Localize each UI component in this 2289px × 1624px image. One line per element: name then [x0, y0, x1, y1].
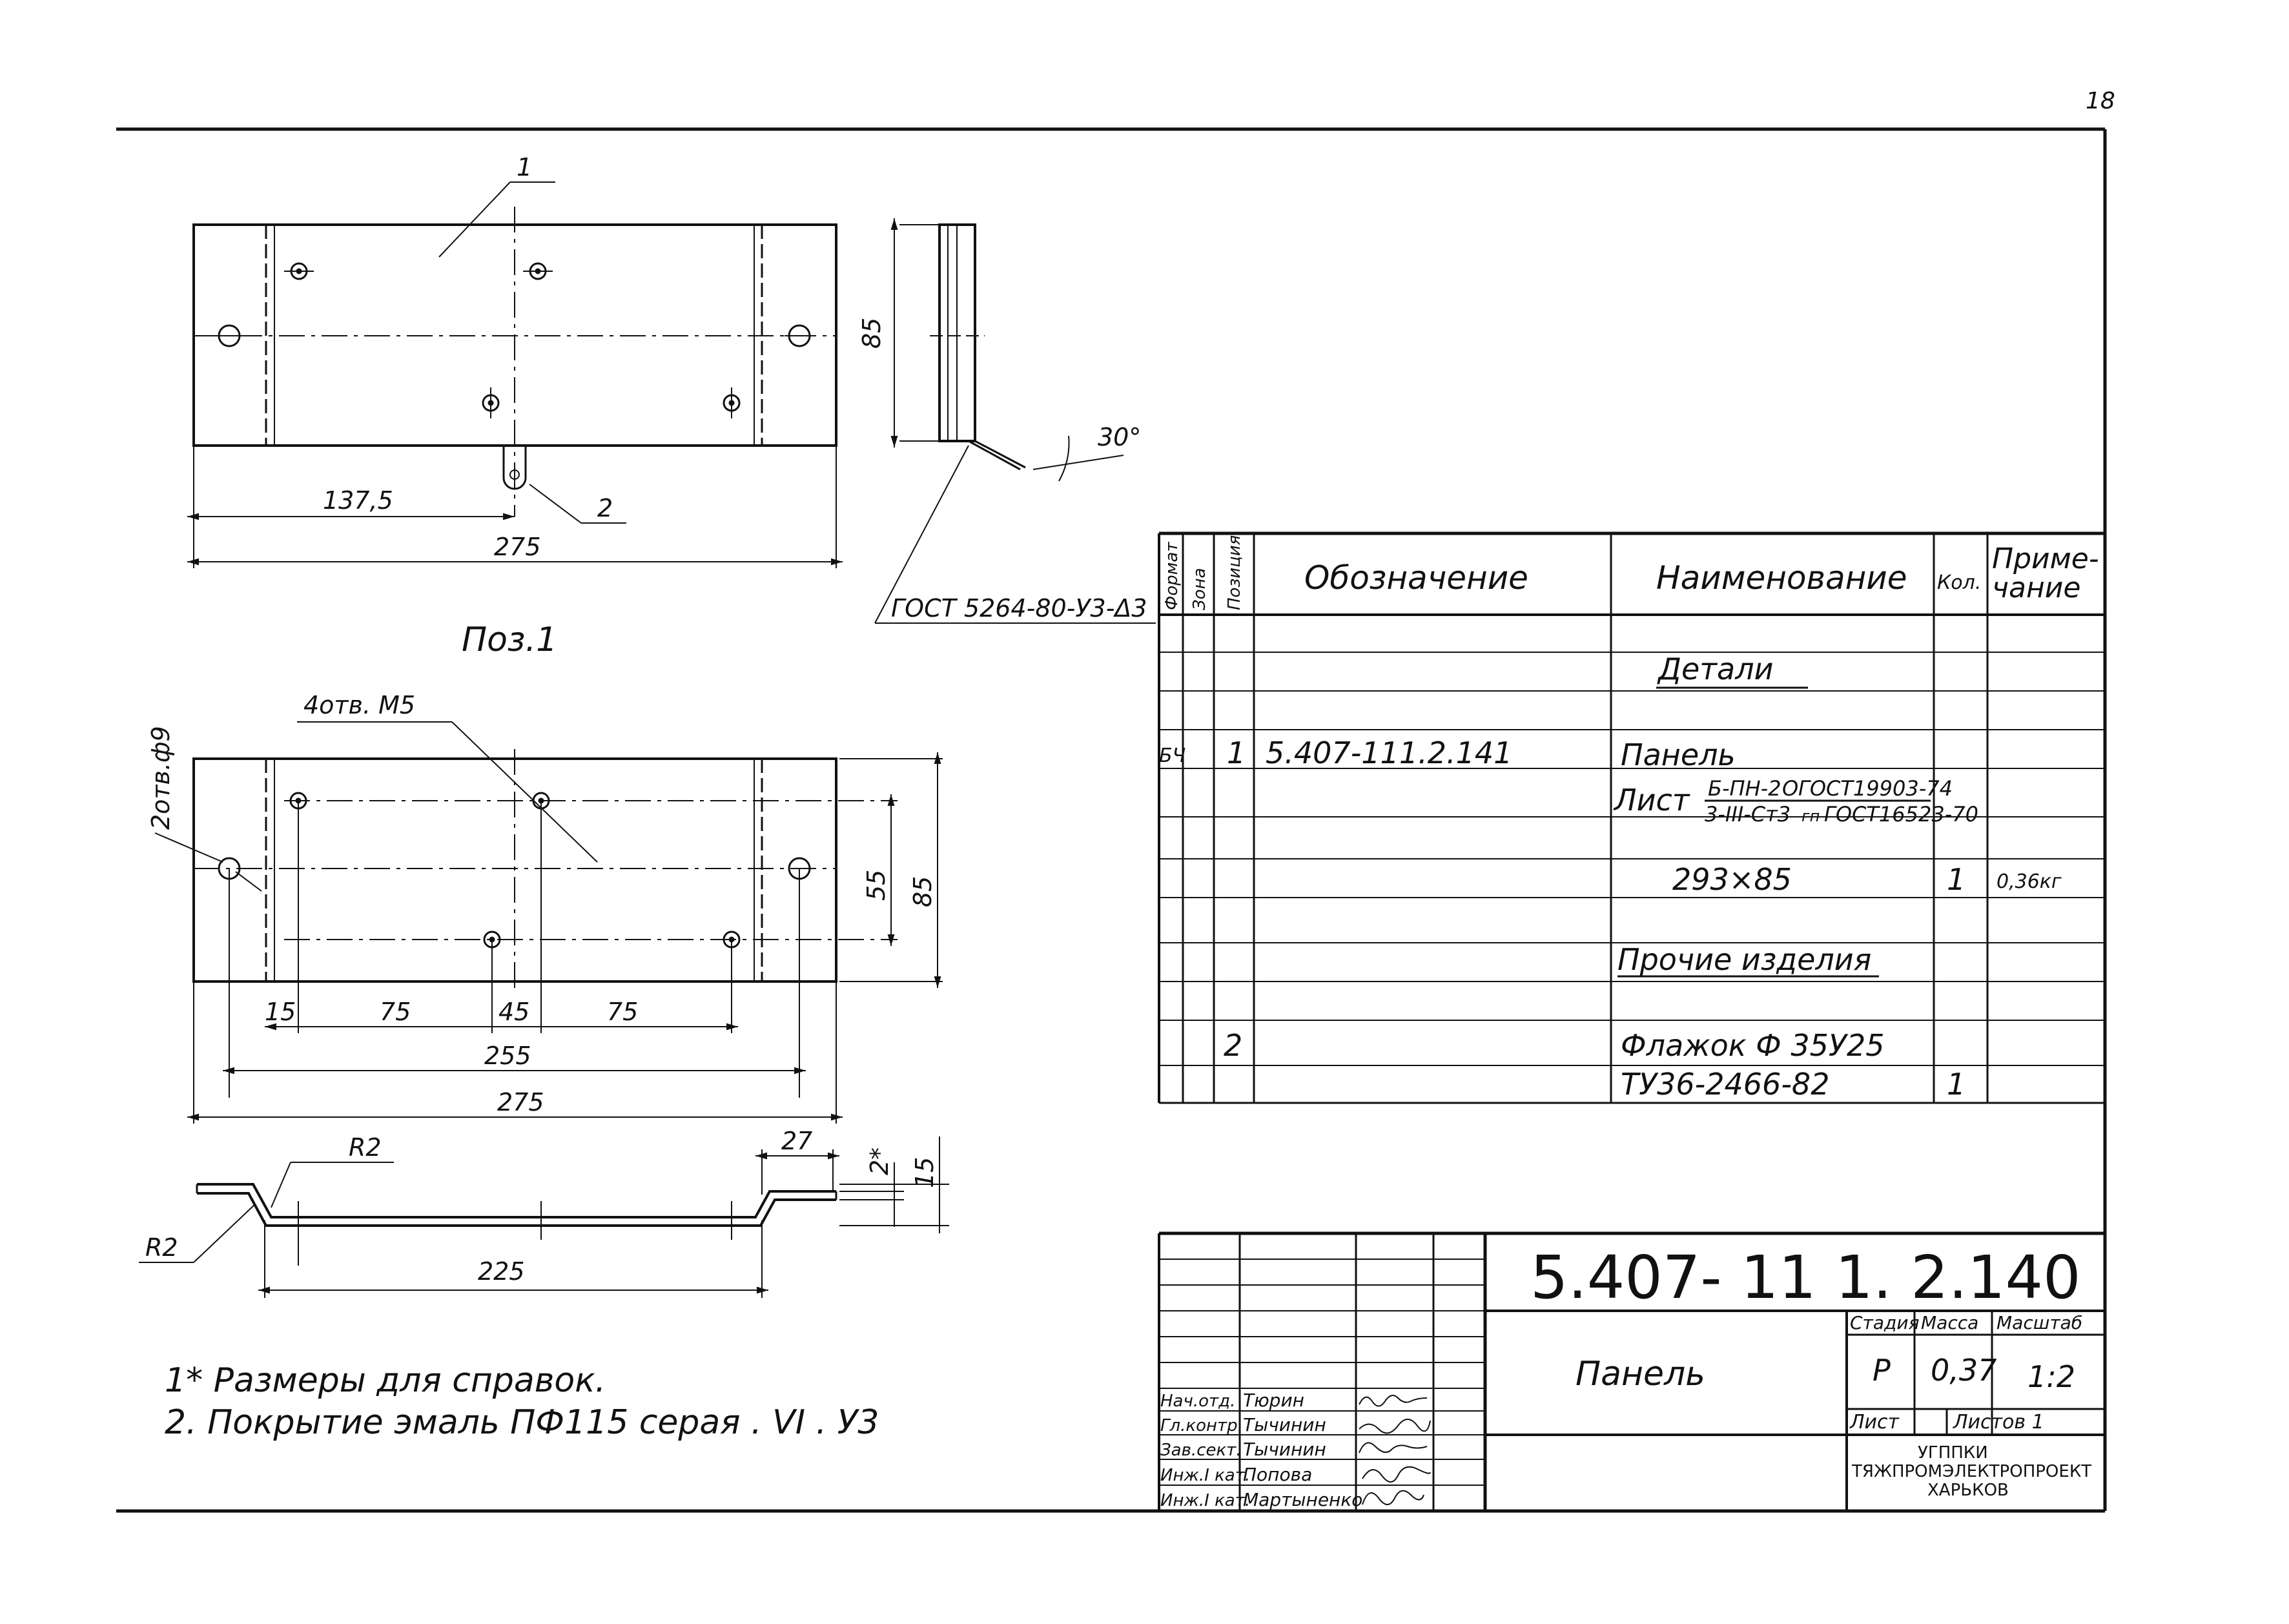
side-view: [874, 218, 1156, 624]
dim-275-top: 275: [494, 533, 541, 561]
dim-angle-30: 30°: [1098, 423, 1141, 451]
dim-27: 27: [781, 1127, 812, 1155]
dim-85-drill: 85: [908, 876, 937, 907]
row-flag-pos: 2: [1224, 1028, 1242, 1063]
dim-75-left: 75: [380, 998, 411, 1026]
row-sheet-den-std: ГОСТ16523-70: [1824, 802, 1978, 827]
row-size-name: 293×85: [1672, 862, 1792, 897]
dim-r2-left: R2: [145, 1233, 178, 1262]
signer-name-3: Тычинин: [1243, 1439, 1326, 1460]
dim-2-ref: 2*: [865, 1147, 894, 1175]
hdr-qty: Кол.: [1937, 571, 1981, 594]
row-tu-name: ТУ36-2466-82: [1621, 1067, 1829, 1102]
hdr-position: Позиция: [1225, 535, 1244, 610]
callout-part-2: 2: [597, 494, 613, 522]
value-scale: 1:2: [2027, 1359, 2075, 1394]
spec-table-grid: [1158, 531, 2105, 1104]
signer-role-2: Гл.контр.: [1160, 1416, 1243, 1435]
signer-role-1: Нач.отд.: [1160, 1392, 1235, 1411]
label-sheets: Листов 1: [1953, 1411, 2044, 1434]
dim-r2-top: R2: [349, 1133, 382, 1162]
row-panel-designation: 5.407-111.2.141: [1266, 735, 1512, 770]
label-holes-m5: 4отв. М5: [303, 691, 415, 719]
section-other: Прочие изделия: [1617, 942, 1871, 977]
row-tu-qty: 1: [1947, 1067, 1966, 1102]
label-holes-d9: 2отв.ф9: [147, 726, 175, 830]
row-sheet-num-std: ГОСТ19903-74: [1798, 776, 1953, 801]
dim-15-profile: 15: [910, 1157, 939, 1188]
section-details: Детали: [1657, 652, 1774, 686]
dim-255: 255: [484, 1042, 531, 1070]
dim-85-side: 85: [857, 318, 886, 349]
dim-55: 55: [862, 870, 890, 901]
callout-part-1: 1: [517, 153, 532, 181]
drilling-view: [154, 721, 943, 1124]
hdr-stage: Стадия: [1850, 1312, 1919, 1333]
dim-15: 15: [265, 998, 296, 1026]
row-size-qty: 1: [1947, 862, 1966, 897]
sheet-frame: [116, 127, 2107, 1513]
row-sheet-den-mid: гп: [1801, 807, 1820, 825]
org-line-2: ТЯЖПРОМЭЛЕКТРОПРОЕКТ: [1851, 1462, 2091, 1481]
value-mass: 0,37: [1931, 1353, 1996, 1388]
dim-137-5: 137,5: [323, 486, 393, 515]
weld-standard: ГОСТ 5264-80-У3-Δ3: [891, 594, 1147, 622]
drawing-code: 5.407- 11 1. 2.140: [1530, 1243, 2081, 1312]
org-line-1: УГППКИ: [1918, 1443, 1988, 1463]
drawing-title: Панель: [1576, 1355, 1705, 1393]
signer-name-1: Тюрин: [1243, 1390, 1304, 1411]
title-block-grid: [1158, 1231, 2105, 1511]
hdr-name: Наименование: [1656, 559, 1907, 597]
hdr-designation: Обозначение: [1304, 559, 1528, 597]
page-number: 18: [2086, 88, 2115, 114]
dim-275-drill: 275: [497, 1088, 544, 1116]
dim-225: 225: [478, 1257, 525, 1286]
dim-75-right: 75: [607, 998, 638, 1026]
plan-view: [187, 181, 843, 568]
hdr-note-2: чание: [1992, 571, 2080, 604]
signer-name-2: Тычинин: [1243, 1414, 1326, 1435]
row-sheet-num-std-prefix: О: [1782, 776, 1798, 801]
signer-role-3: Зав.сект.: [1160, 1441, 1242, 1460]
row-size-note: 0,36кг: [1996, 870, 2062, 893]
label-sheet: Лист: [1849, 1411, 1900, 1434]
hdr-scale: Масштаб: [1996, 1312, 2082, 1333]
signer-name-5: Мартыненко: [1243, 1489, 1362, 1510]
row-sheet-word: Лист: [1613, 783, 1690, 817]
row-sheet-den: 3-III-Ст3: [1705, 802, 1791, 827]
row-panel-name: Панель: [1621, 737, 1736, 772]
row-panel-format: БЧ: [1159, 745, 1186, 767]
hdr-mass: Масса: [1921, 1312, 1978, 1333]
profile-view: [139, 1136, 949, 1298]
row-sheet-num: Б-ПН-2: [1708, 776, 1781, 801]
hdr-format: Формат: [1162, 542, 1182, 610]
signer-role-5: Инж.I кат.: [1160, 1491, 1250, 1510]
row-panel-pos: 1: [1227, 735, 1246, 770]
dim-45: 45: [498, 998, 529, 1026]
note-2: 2. Покрытие эмаль ПФ115 серая . VI . У3: [165, 1403, 879, 1442]
signer-name-4: Попова: [1243, 1464, 1312, 1485]
hdr-zone: Зона: [1190, 568, 1209, 610]
org-line-3: ХАРЬКОВ: [1927, 1481, 2009, 1500]
hdr-note-1: Приме-: [1992, 542, 2099, 575]
value-stage: Р: [1873, 1353, 1891, 1388]
note-1: 1* Размеры для справок.: [165, 1361, 606, 1400]
view-label-pos1: Поз.1: [462, 621, 557, 659]
signer-role-4: Инж.I кат.: [1160, 1466, 1250, 1485]
signatures: [1359, 1395, 1431, 1505]
row-flag-name: Флажок Ф 35У25: [1621, 1028, 1885, 1063]
